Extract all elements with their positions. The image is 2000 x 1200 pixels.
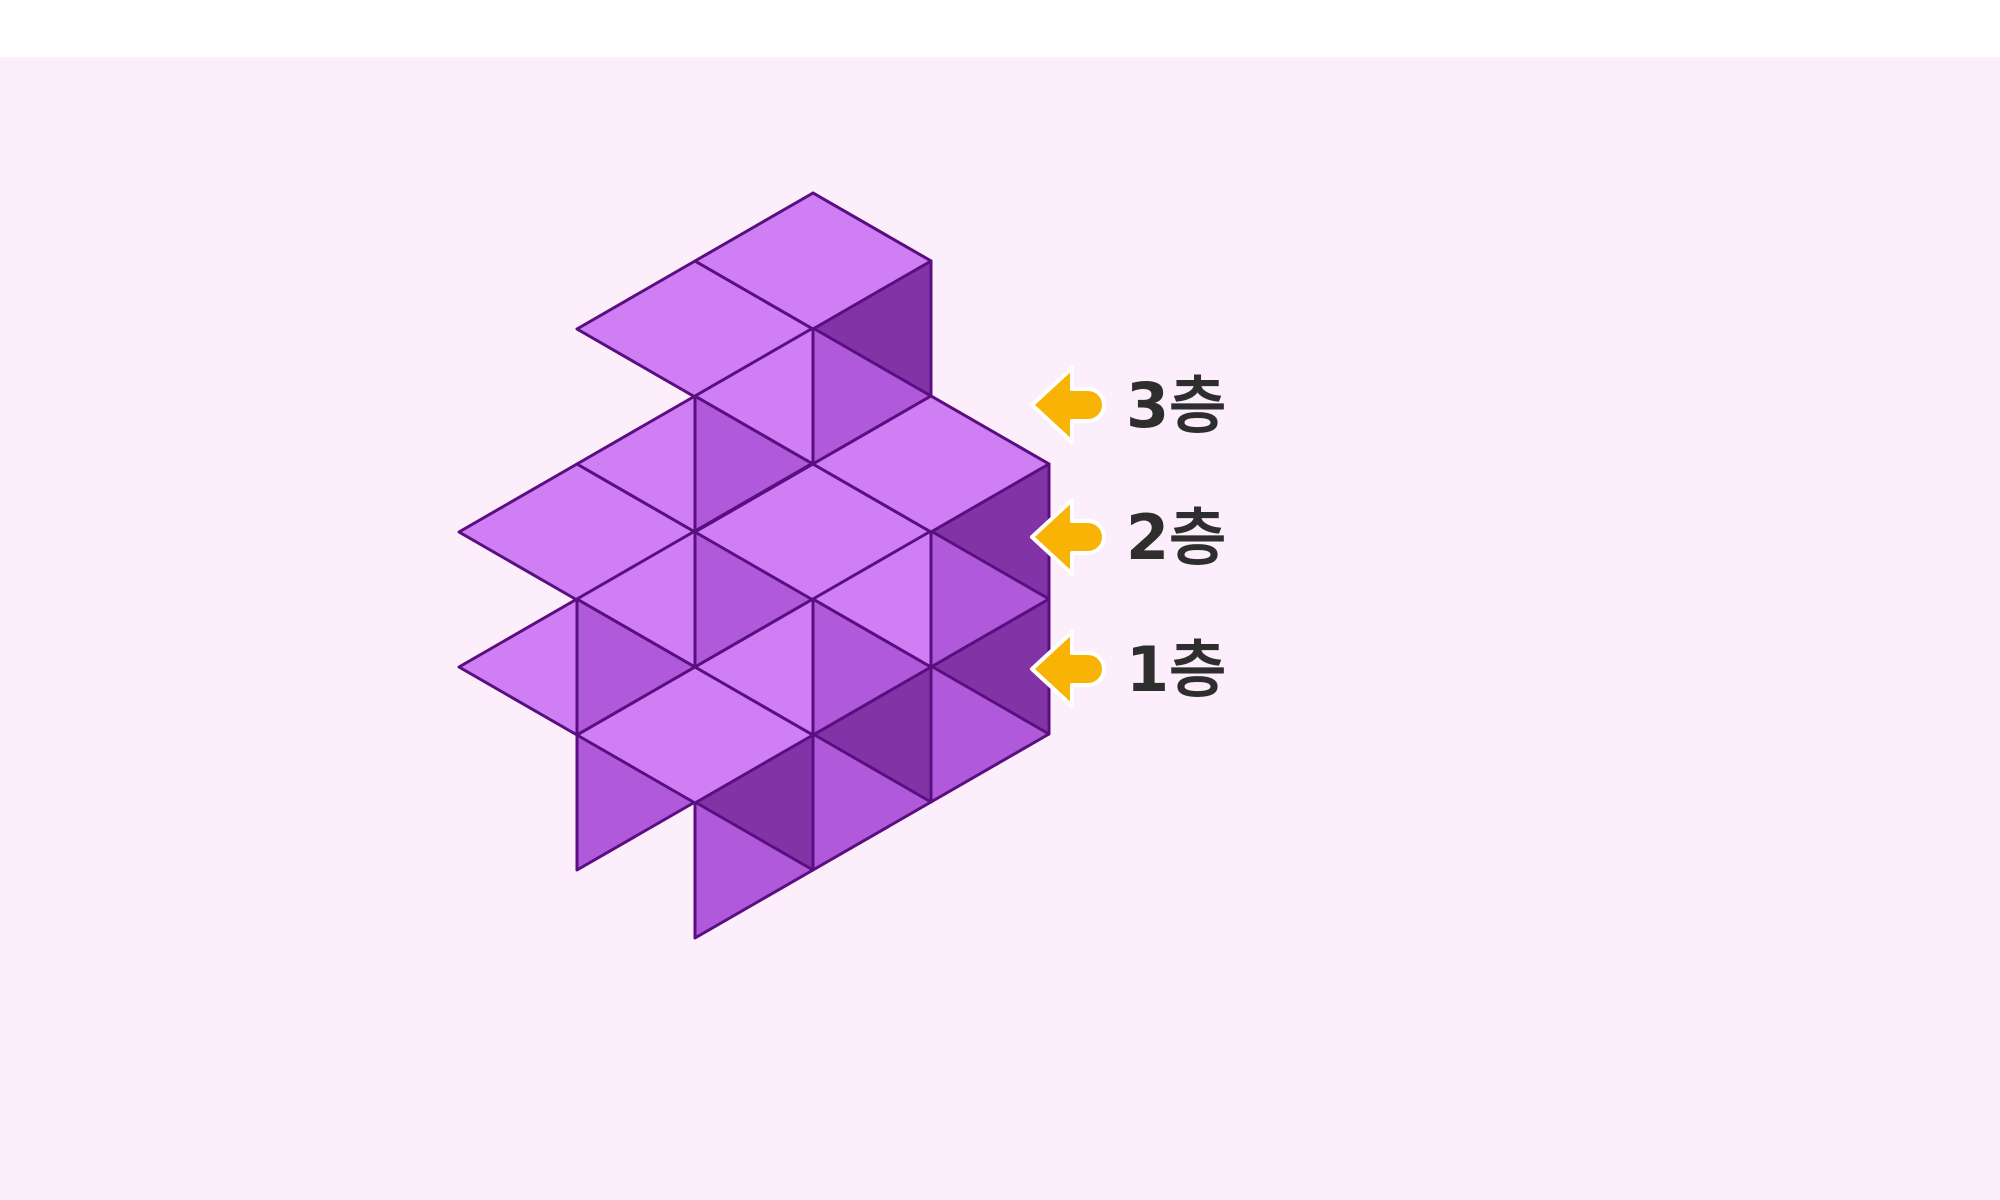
layer-label-2: 2층 [1030,498,1226,576]
arrow-left-icon [1030,630,1106,708]
arrow-left-icon [1030,498,1106,576]
unit-cube [811,394,1051,669]
cube-top-face [811,394,1051,534]
top-strip [0,0,2000,57]
layer-label-text: 3층 [1126,369,1226,442]
layer-label-3: 3층 [1030,366,1226,444]
cube-top-face [693,191,933,331]
layer-label-1: 1층 [1030,630,1226,708]
cube-stack [457,191,1051,940]
unit-cube [693,191,933,466]
layer-label-text: 1층 [1126,633,1226,706]
layer-label-text: 2층 [1126,501,1226,574]
arrow-left-icon [1030,366,1106,444]
